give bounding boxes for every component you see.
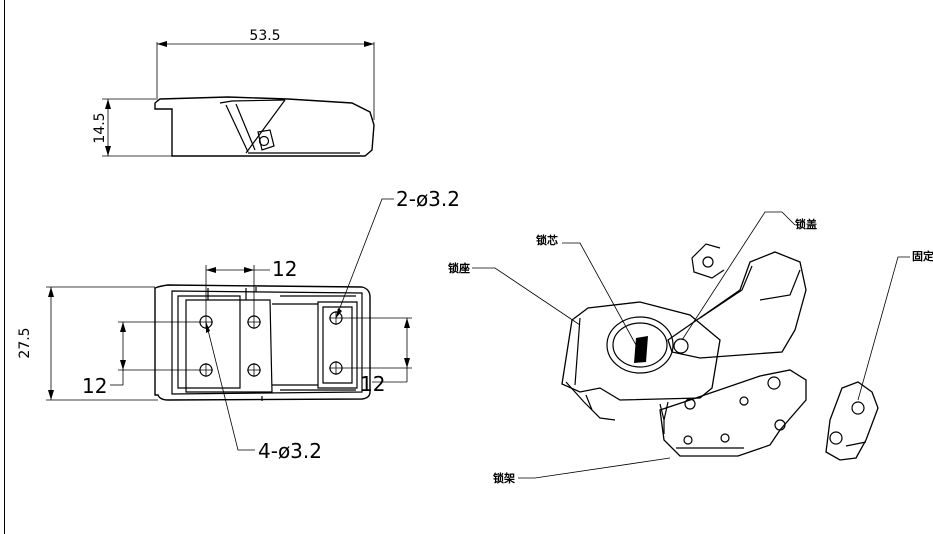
hole-left-3 <box>199 363 213 377</box>
label-lock-core: 锁芯 <box>536 233 558 247</box>
front-view <box>154 284 371 401</box>
label-lock-cover: 锁盖 <box>795 217 817 231</box>
label-leaders <box>472 211 910 479</box>
dim-holes-right: 2-ø3.2 <box>396 187 460 211</box>
isometric-assembly <box>561 243 879 461</box>
label-lock-seat: 锁座 <box>448 261 470 275</box>
dim-top-width: 53.5 <box>249 28 280 44</box>
label-lock-frame: 锁架 <box>493 471 515 485</box>
label-fixed-part: 固定 <box>912 249 933 263</box>
dim-spacing-left: 12 <box>82 374 107 398</box>
dim-front-height: 27.5 <box>17 327 33 358</box>
dim-top-height: 14.5 <box>92 112 108 143</box>
dim-spacing-right: 12 <box>360 372 385 396</box>
hole-left-4 <box>247 363 261 377</box>
dim-spacing-top: 12 <box>272 257 297 281</box>
hole-left-2 <box>247 315 261 329</box>
hole-right-2 <box>329 361 343 375</box>
dim-holes-left: 4-ø3.2 <box>258 439 322 463</box>
side-view <box>102 41 375 157</box>
front-dimensions <box>46 198 412 451</box>
